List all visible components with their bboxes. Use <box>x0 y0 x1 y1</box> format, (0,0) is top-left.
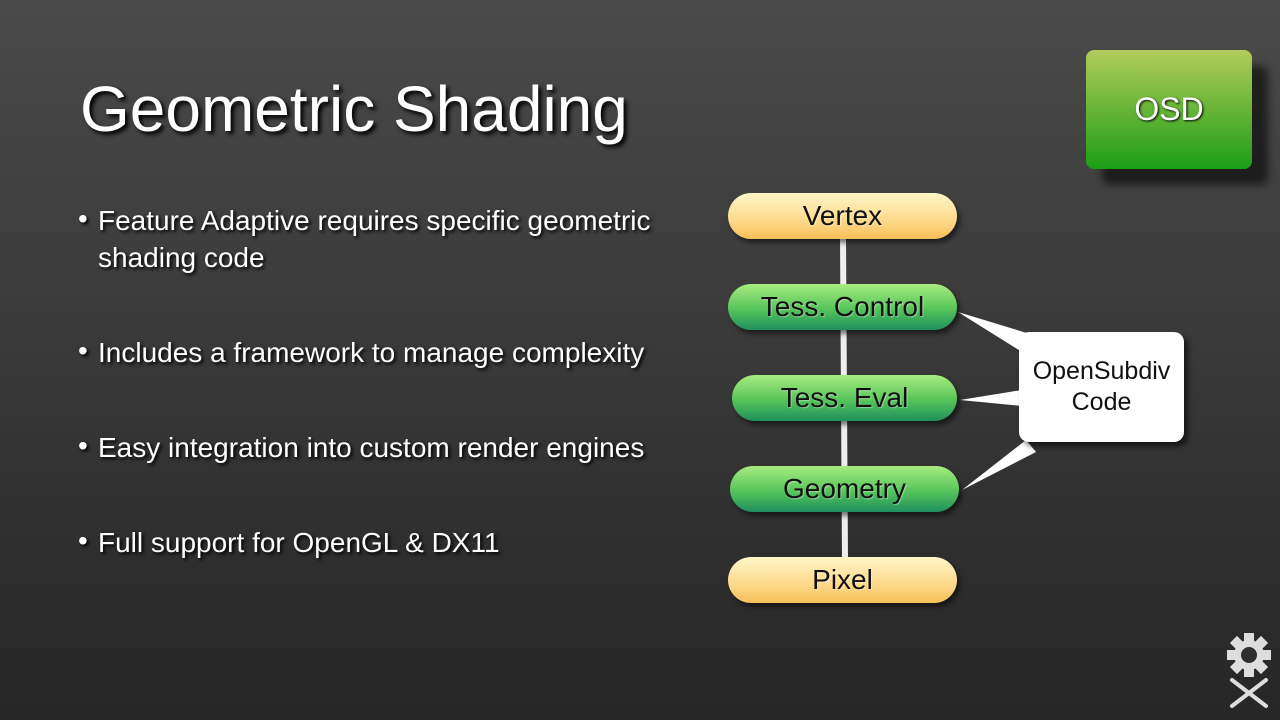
gear-tools-icon <box>1227 633 1271 708</box>
osd-badge: OSD <box>1086 50 1252 169</box>
callout-line1: OpenSubdiv <box>1032 357 1171 385</box>
bullet-item: Full support for OpenGL & DX11 <box>78 522 718 561</box>
stage-pixel: Pixel <box>728 557 957 603</box>
stage-geometry: Geometry <box>730 466 959 512</box>
slide-title: Geometric Shading <box>80 73 628 145</box>
callout-pointer <box>962 440 1036 490</box>
bullet-item: Includes a framework to manage complexit… <box>78 332 718 371</box>
stage-vertex: Vertex <box>728 193 957 239</box>
bullet-item: Feature Adaptive requires specific geome… <box>78 200 718 276</box>
stage-tess-eval: Tess. Eval <box>732 375 957 421</box>
stage-tess-control: Tess. Control <box>728 284 957 330</box>
bullet-list: Feature Adaptive requires specific geome… <box>78 200 718 619</box>
callout-line2: Code <box>1071 388 1132 416</box>
callout-pointer <box>958 312 1030 352</box>
bullet-item: Easy integration into custom render engi… <box>78 427 718 466</box>
callout-pointer <box>960 390 1022 406</box>
